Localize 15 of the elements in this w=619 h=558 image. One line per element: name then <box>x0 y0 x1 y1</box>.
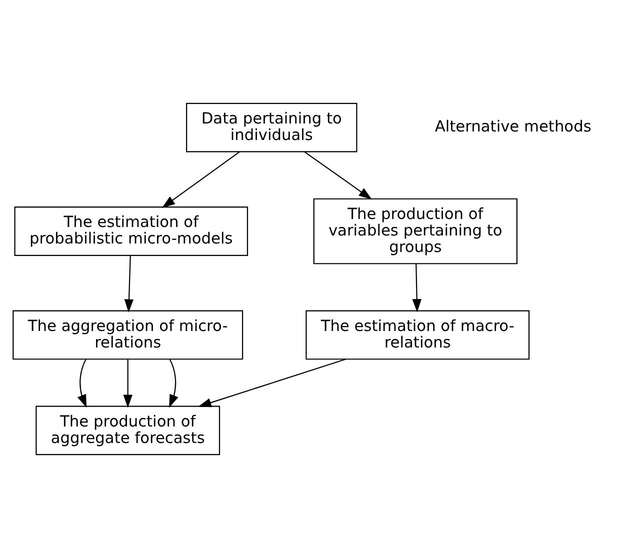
arrow <box>162 151 240 208</box>
label: Alternative methods <box>434 118 592 136</box>
arrow <box>198 358 346 408</box>
node-box: The estimation of probabilistic micro-models <box>14 206 248 256</box>
node-box: The estimation of macro-relations <box>306 310 530 360</box>
arrow <box>169 358 178 408</box>
node-box: The production of aggregate forecasts <box>36 406 220 456</box>
node-box: The aggregation of micro-relations <box>12 310 244 360</box>
arrow <box>304 151 372 200</box>
arrow <box>123 359 132 408</box>
node-box: The production of variables pertaining to groups <box>313 198 518 264</box>
arrow <box>77 358 87 408</box>
arrow <box>412 264 422 312</box>
node-box: Data pertaining to individuals <box>186 102 358 152</box>
arrow <box>124 256 134 312</box>
